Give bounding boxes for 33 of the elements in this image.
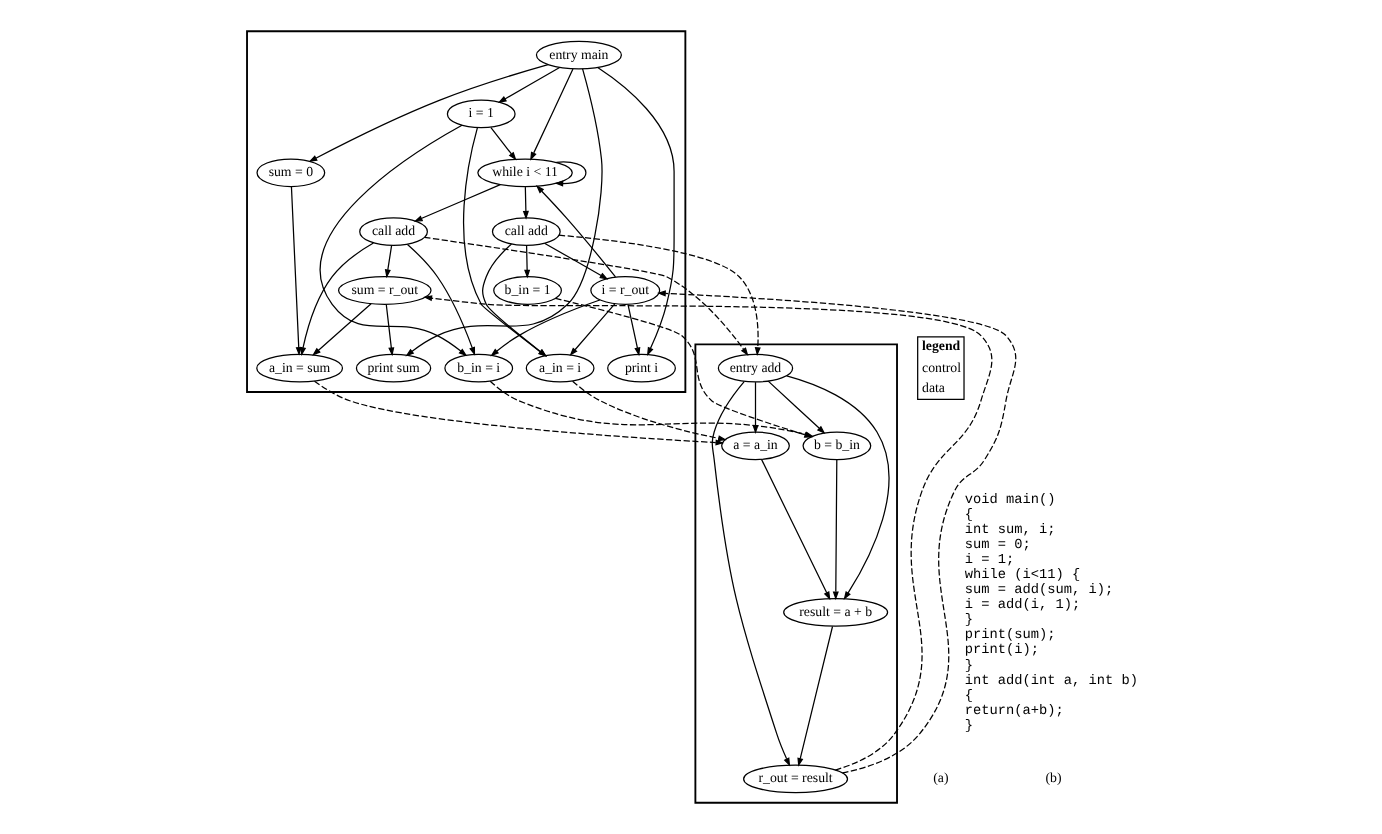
- cluster: [246, 30, 687, 393]
- arrow: [569, 303, 616, 357]
- arrow: [522, 186, 529, 220]
- arrow: [313, 380, 725, 446]
- arrow: [312, 303, 372, 356]
- arrow: [319, 124, 468, 357]
- arrow: [786, 375, 890, 600]
- arrow: [558, 234, 761, 357]
- arrow: [627, 303, 641, 357]
- arrow: [711, 381, 791, 767]
- arrow: [571, 380, 727, 442]
- arrow: [290, 186, 302, 356]
- arrow: [497, 66, 561, 104]
- arrow: [597, 66, 675, 356]
- arrow: [530, 68, 574, 161]
- arrow: [524, 245, 531, 279]
- arrow: [385, 303, 395, 357]
- arrow: [535, 185, 617, 278]
- arrow: [760, 458, 831, 601]
- arrow: [767, 380, 826, 434]
- arrow: [490, 127, 517, 161]
- arrow: [308, 64, 549, 163]
- arrow: [413, 184, 501, 222]
- arrow: [657, 290, 1017, 774]
- arrow: [752, 381, 759, 434]
- arrow: [832, 459, 839, 601]
- arrow: [406, 243, 476, 356]
- arrow: [544, 242, 609, 280]
- arrow: [423, 295, 993, 771]
- arrow: [554, 161, 587, 187]
- arrow: [797, 625, 834, 767]
- arrow: [384, 244, 393, 279]
- arrow: [300, 242, 375, 356]
